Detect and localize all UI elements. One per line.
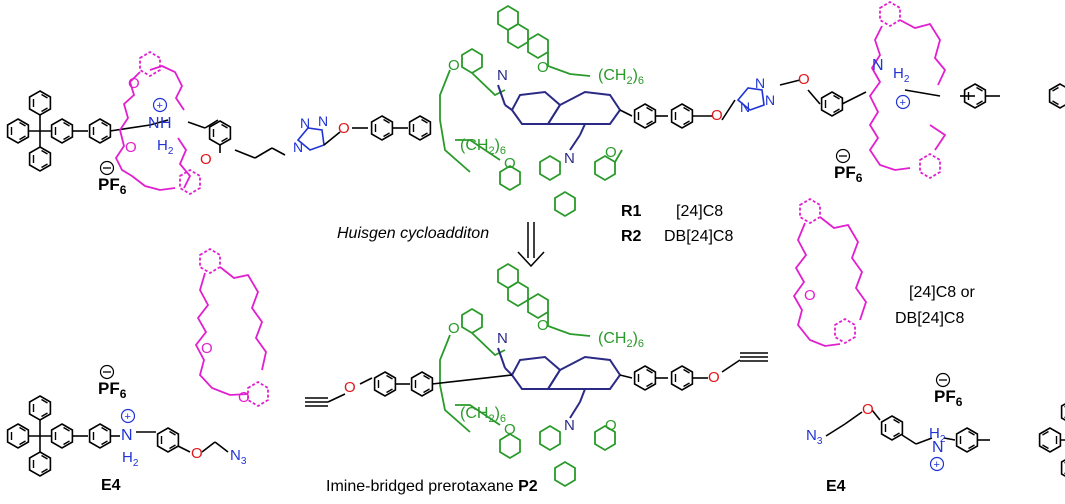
plus-charge-icon [152, 97, 168, 113]
plus-charge-icon: + [934, 459, 940, 471]
alkyl-chain-label: (CH2)6 [598, 67, 644, 87]
crown-oxygen-label: O [201, 340, 213, 357]
imine-n-label: N [564, 417, 575, 434]
imine-n-label: N [497, 67, 508, 84]
counterion-label: PF6 [98, 379, 127, 401]
reaction-arrow [517, 222, 545, 268]
minus-charge-icon [835, 148, 851, 164]
triazole-left [296, 127, 325, 151]
ether-oxygen-label: O [344, 379, 356, 396]
minus-charge-icon [99, 364, 115, 380]
ether-oxygen-label: O [338, 120, 350, 137]
bottom-right-stopper [825, 400, 1065, 480]
right-linker [619, 79, 975, 129]
ether-oxygen-label: O [711, 107, 723, 124]
reaction-condition-label: Huisgen cycloadditon [337, 225, 490, 242]
crown-oxygen-label: O [804, 287, 816, 304]
left-e4-label: E4 [101, 477, 121, 494]
alkyl-chain-label: (CH2)6 [598, 330, 644, 350]
ammonium-label: N [121, 427, 133, 444]
left-linker [323, 115, 432, 146]
left-trityl-stopper [8, 91, 286, 171]
ammonium-label: N [872, 57, 884, 74]
imine-core-p2 [497, 347, 622, 419]
plus-charge-icon [895, 94, 911, 110]
green-macrocycle [439, 4, 623, 218]
plus-charge-icon: + [125, 411, 131, 423]
macrocycle-o-label: O [504, 155, 516, 172]
triazole-n-label: N [765, 92, 775, 108]
ether-oxygen-label: O [191, 445, 203, 462]
imine-core [497, 84, 622, 151]
ammonium-h2-label: H2 [157, 137, 174, 157]
green-macrocycle-p2 [439, 262, 616, 488]
ammonium-h-label: H [160, 115, 172, 132]
minus-charge-icon [99, 160, 115, 176]
ether-oxygen-label: O [862, 401, 874, 418]
right-trityl-stopper [963, 56, 1065, 136]
macrocycle-o-label: O [605, 144, 617, 161]
minus-charge-icon [935, 372, 951, 388]
counterion-label: PF6 [834, 163, 863, 185]
alkyl-chain-label: (CH2)6 [460, 137, 506, 157]
r1-label: R1 [621, 203, 642, 220]
right-e4-label: E4 [826, 478, 846, 495]
counterion-label: PF6 [98, 175, 127, 197]
plus-charge-icon [929, 456, 945, 472]
p2-right-arm [619, 352, 768, 391]
top-rotaxane: O O N H H2 + N N N O O [8, 0, 1065, 218]
macrocycle-o-label: O [448, 320, 460, 337]
crown-oxygen-label: O [128, 75, 140, 92]
bottom-left-crown [194, 247, 269, 408]
bottom-right-components: O PF6 N3 O H2 N + [792, 197, 1065, 480]
crown-oxygen-label: O [238, 389, 250, 406]
ether-oxygen-label: O [708, 369, 720, 386]
plus-charge-icon: + [157, 100, 163, 112]
product-code: P2 [518, 478, 538, 495]
imine-n-label: N [564, 150, 575, 167]
macrocycle-o-label: O [605, 417, 617, 434]
triazole-right [736, 87, 765, 111]
bottom-right-crown [792, 197, 867, 347]
imine-n-label: N [497, 330, 508, 347]
macrocycle-o-label: O [537, 59, 549, 76]
r2-ring-label: DB[24]C8 [664, 228, 734, 245]
alkyl-chain-label: (CH2)6 [460, 405, 506, 425]
triazole-n-label: N [293, 139, 303, 155]
r1-ring-label: [24]C8 [676, 203, 724, 220]
macrocycle-o-label: O [448, 57, 460, 74]
product-prefix: Imine-bridged prerotaxane [326, 478, 514, 495]
left-crown-ether [114, 50, 201, 196]
triazole-n-label: N [740, 99, 750, 115]
ether-oxygen-label: O [200, 151, 212, 168]
ammonium-h2-label: H2 [893, 65, 910, 85]
bottom-left-components: O O PF6 N H2 + O N3 [8, 247, 269, 476]
azide-label: N3 [230, 447, 247, 467]
triazole-n-label: N [318, 113, 328, 129]
plus-charge-icon: + [900, 97, 906, 109]
r2-label: R2 [621, 228, 642, 245]
triazole-n-label: N [755, 75, 765, 91]
azide-label: N3 [806, 427, 823, 447]
macrocycle-o-label: O [537, 317, 549, 334]
right-crown-ether [868, 0, 947, 180]
bottom-prerotaxane: O O O O (CH2)6 (CH2)6 N N O [305, 262, 768, 488]
triazole-n-label: N [300, 115, 310, 131]
crown-choice-line1: [24]C8 or [909, 284, 975, 301]
plus-charge-icon [120, 408, 136, 424]
ammonium-label: N [932, 439, 944, 456]
macrocycle-o-label: O [504, 421, 516, 438]
crown-choice-line2: DB[24]C8 [895, 310, 965, 327]
bottom-left-stopper [8, 396, 229, 476]
product-label: Imine-bridged prerotaxane P2 [326, 478, 538, 496]
ammonium-h2-label: H2 [122, 449, 139, 469]
ether-oxygen-label: O [798, 71, 810, 88]
crown-oxygen-label: O [125, 139, 137, 156]
counterion-label: PF6 [934, 387, 963, 409]
p2-left-arm [305, 371, 513, 407]
ammonium-label: N [148, 115, 160, 132]
